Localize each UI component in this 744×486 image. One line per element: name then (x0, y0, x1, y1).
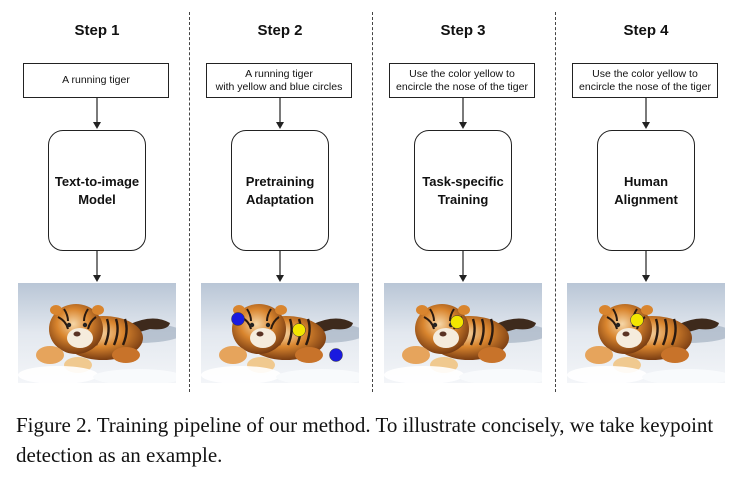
snow-spray (642, 369, 725, 383)
tiger-eye (265, 322, 271, 328)
tiger-front-paw (402, 346, 430, 364)
tiger-stripe (478, 318, 485, 346)
tiger-stripe (103, 318, 110, 346)
tiger-ear (233, 305, 245, 315)
tiger-front-paw (219, 346, 247, 364)
step-4-model-box: Human Alignment (597, 130, 695, 251)
tiger-stripe (112, 318, 119, 346)
divider-2 (372, 12, 373, 392)
step-3-arrow-2 (459, 251, 467, 283)
tiger-nose (256, 331, 264, 337)
tiger-hind-leg (295, 347, 323, 363)
step-4-title: Step 4 (623, 22, 669, 39)
divider-3 (555, 12, 556, 392)
tiger-stripe (487, 318, 494, 346)
tiger-muzzle (67, 328, 93, 348)
step-2-column: Step 2 A running tiger with yellow and b… (191, 0, 369, 400)
tiger-ear (50, 305, 62, 315)
tiger-ear (275, 305, 287, 315)
step-2-prompt: A running tiger with yellow and blue cir… (206, 63, 352, 98)
step-1-model-box: Text-to-image Model (48, 130, 146, 251)
snow-spray (201, 366, 281, 383)
step-1-title: Step 1 (74, 22, 120, 39)
tiger-photo-svg (567, 283, 725, 383)
step-4-column: Step 4 Use the color yellow to encircle … (557, 0, 735, 400)
divider-1 (189, 12, 190, 392)
tiger-hind-leg (112, 347, 140, 363)
step-4-prompt: Use the color yellow to encircle the nos… (572, 63, 718, 98)
tiger-nose (622, 331, 630, 337)
step-1-column: Step 1 A running tiger Text-to-image Mod… (8, 0, 186, 400)
figure-caption: Figure 2. Training pipeline of our metho… (16, 413, 714, 467)
step-2-arrow-1 (276, 98, 284, 130)
tiger-ear (641, 305, 653, 315)
step-3-model-box: Task-specific Training (414, 130, 512, 251)
snow-spray (567, 366, 647, 383)
tiger-stripe (121, 318, 128, 346)
tiger-muzzle (250, 328, 276, 348)
tiger-eye (66, 322, 72, 328)
step-1-prompt: A running tiger (23, 63, 169, 98)
tiger-ear (458, 305, 470, 315)
tiger-nose (73, 331, 81, 337)
step-3-title: Step 3 (440, 22, 486, 39)
step-3-column: Step 3 Use the color yellow to encircle … (374, 0, 552, 400)
tiger-stripe (661, 318, 668, 346)
tiger-muzzle (616, 328, 642, 348)
step-4-arrow-1 (642, 98, 650, 130)
step-2-arrow-2 (276, 251, 284, 283)
tiger-ear (416, 305, 428, 315)
tiger-photo-svg (18, 283, 176, 383)
snow-spray (93, 369, 176, 383)
tiger-face-stripes (57, 308, 97, 330)
tiger-face-stripes (240, 308, 280, 330)
snow-spray (18, 366, 98, 383)
keypoint-dot (292, 323, 306, 337)
keypoint-dot (231, 312, 245, 326)
step-2-tiger-image (201, 283, 359, 383)
tiger-stripe (670, 318, 677, 346)
tiger-hind-leg (478, 347, 506, 363)
step-4-tiger-image (567, 283, 725, 383)
tiger-stripe (304, 318, 311, 346)
tiger-stripe (286, 318, 293, 346)
step-3-arrow-1 (459, 98, 467, 130)
keypoint-dot (630, 313, 644, 327)
step-1-tiger-image (18, 283, 176, 383)
tiger-stripe (652, 318, 659, 346)
tiger-front-paw (36, 346, 64, 364)
step-1-arrow-2 (93, 251, 101, 283)
tiger-nose (439, 331, 447, 337)
tiger-eye (249, 322, 255, 328)
tiger-hind-leg (661, 347, 689, 363)
tiger-eye (432, 322, 438, 328)
step-2-title: Step 2 (257, 22, 303, 39)
tiger-eye (615, 322, 621, 328)
tiger-front-paw (585, 346, 613, 364)
snow-spray (276, 369, 359, 383)
step-2-model-box: Pretraining Adaptation (231, 130, 329, 251)
tiger-ear (92, 305, 104, 315)
keypoint-dot (329, 348, 343, 362)
tiger-photo-svg (201, 283, 359, 383)
tiger-ear (599, 305, 611, 315)
tiger-photo-svg (384, 283, 542, 383)
snow-spray (384, 366, 464, 383)
step-4-arrow-2 (642, 251, 650, 283)
snow-spray (459, 369, 542, 383)
step-1-arrow-1 (93, 98, 101, 130)
step-3-prompt: Use the color yellow to encircle the nos… (389, 63, 535, 98)
tiger-muzzle (433, 328, 459, 348)
tiger-eye (82, 322, 88, 328)
tiger-stripe (469, 318, 476, 346)
keypoint-dot (450, 315, 464, 329)
step-3-tiger-image (384, 283, 542, 383)
